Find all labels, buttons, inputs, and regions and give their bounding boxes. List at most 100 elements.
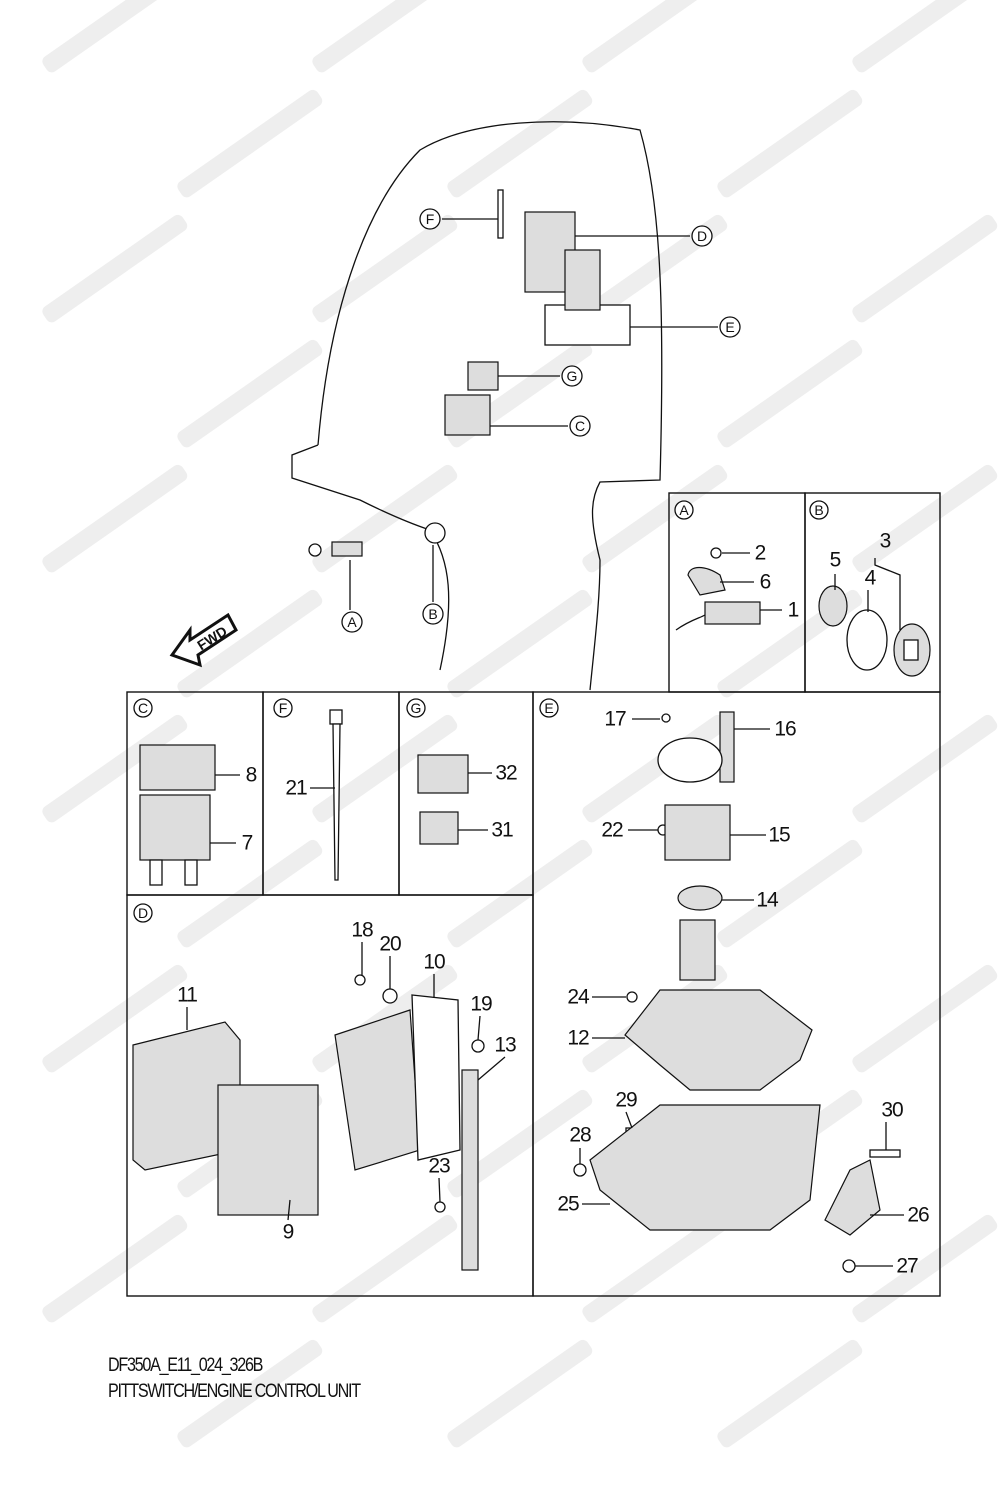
watermark-mark	[312, 214, 458, 323]
part-number: 30	[881, 1099, 903, 1122]
part-number: 20	[379, 933, 401, 956]
part-numbers: 2 6 1 5 3 4 8 7 21 32 31 17 16 22 15 14 …	[177, 530, 930, 1278]
watermark-mark	[582, 0, 728, 73]
panel-B-letter: B	[809, 500, 829, 520]
part-number: 18	[351, 919, 373, 942]
watermark-mark	[42, 0, 188, 73]
part-number: 28	[569, 1124, 591, 1147]
watermark-mark	[447, 589, 593, 698]
watermark-mark	[312, 464, 458, 573]
part-number: 22	[601, 819, 623, 842]
panel-letter: A	[679, 502, 689, 518]
watermark-mark	[177, 1339, 323, 1448]
panel-letter: C	[138, 700, 148, 716]
overview-callouts: F D E G C A B	[341, 208, 741, 633]
callout-letter: E	[725, 319, 734, 335]
watermark-mark	[42, 714, 188, 823]
callout-letter: A	[347, 614, 357, 630]
watermark-mark	[717, 839, 863, 948]
panel-letter: B	[814, 502, 823, 518]
panel-letter: G	[411, 700, 422, 716]
callout-letter: B	[428, 606, 437, 622]
part-number: 3	[880, 530, 891, 553]
part-number: 16	[774, 718, 796, 741]
part-number: 32	[495, 762, 517, 785]
part-number: 23	[428, 1155, 450, 1178]
watermark-mark	[177, 89, 323, 198]
callout-E: E	[719, 316, 741, 338]
panel-A-letter: A	[674, 500, 694, 520]
panel-E-letter: E	[539, 698, 559, 718]
part-number: 15	[768, 824, 790, 847]
watermark-mark	[312, 0, 458, 73]
watermark-mark	[42, 1214, 188, 1323]
callout-letter: G	[567, 368, 578, 384]
part-number: 17	[604, 708, 626, 731]
part-number: 10	[423, 951, 445, 974]
panel-F-letter: F	[273, 698, 293, 718]
part-number: 27	[896, 1255, 918, 1278]
part-number: 24	[567, 986, 590, 1009]
watermark-mark	[312, 1214, 458, 1323]
panel-letter: F	[279, 700, 288, 716]
panel-letter: D	[138, 905, 148, 921]
part-number: 4	[865, 567, 877, 590]
watermark-layer	[42, 0, 998, 1448]
watermark-mark	[447, 1089, 593, 1198]
panel-D-letter: D	[133, 903, 153, 923]
part-number: 31	[491, 819, 513, 842]
watermark-mark	[582, 214, 728, 323]
diagram-title: PITTSWITCH/ENGINE CONTROL UNIT	[108, 1381, 361, 1402]
panel-C-letter: C	[133, 698, 153, 718]
watermark-mark	[582, 464, 728, 573]
part-number: 2	[755, 542, 766, 565]
callout-A: A	[341, 611, 363, 633]
callout-G: G	[561, 365, 583, 387]
part-number: 19	[470, 993, 492, 1016]
overview-leaders	[349, 218, 718, 610]
panel-G-letter: G	[406, 698, 426, 718]
watermark-mark	[852, 464, 998, 573]
watermark-mark	[717, 89, 863, 198]
watermark-mark	[717, 339, 863, 448]
panel-letter: E	[544, 700, 553, 716]
part-number: 21	[285, 777, 307, 800]
part-number: 13	[494, 1034, 516, 1057]
callout-letter: F	[426, 211, 435, 227]
watermark-mark	[42, 214, 188, 323]
watermark-mark	[177, 839, 323, 948]
panel-leaders	[186, 552, 904, 1267]
callout-B: B	[422, 603, 444, 625]
watermark-mark	[447, 1339, 593, 1448]
callout-D: D	[691, 225, 713, 247]
watermark-mark	[717, 1339, 863, 1448]
part-number: 14	[756, 889, 779, 912]
callout-F: F	[419, 208, 441, 230]
callout-C: C	[569, 415, 591, 437]
part-number: 12	[567, 1027, 589, 1050]
part-number: 29	[615, 1089, 637, 1112]
panel-letters: A B C F G E D	[133, 500, 829, 923]
part-number: 1	[788, 599, 799, 622]
watermark-mark	[177, 589, 323, 698]
part-number: 26	[907, 1204, 929, 1227]
diagram-code: DF350A_E11_024_326B	[108, 1355, 263, 1376]
watermark-mark	[852, 964, 998, 1073]
overview-parts	[308, 189, 631, 557]
callout-letter: C	[575, 418, 585, 434]
part-number: 11	[177, 984, 197, 1007]
callout-letter: D	[697, 228, 707, 244]
watermark-mark	[447, 89, 593, 198]
watermark-mark	[852, 714, 998, 823]
part-number: 25	[557, 1193, 579, 1216]
watermark-mark	[852, 214, 998, 323]
watermark-mark	[42, 964, 188, 1073]
watermark-mark	[447, 839, 593, 948]
part-number: 6	[760, 571, 771, 594]
watermark-mark	[852, 0, 998, 73]
panel-boxes	[126, 492, 941, 1297]
part-number: 5	[830, 549, 841, 572]
watermark-mark	[852, 1214, 998, 1323]
watermark-mark	[42, 464, 188, 573]
